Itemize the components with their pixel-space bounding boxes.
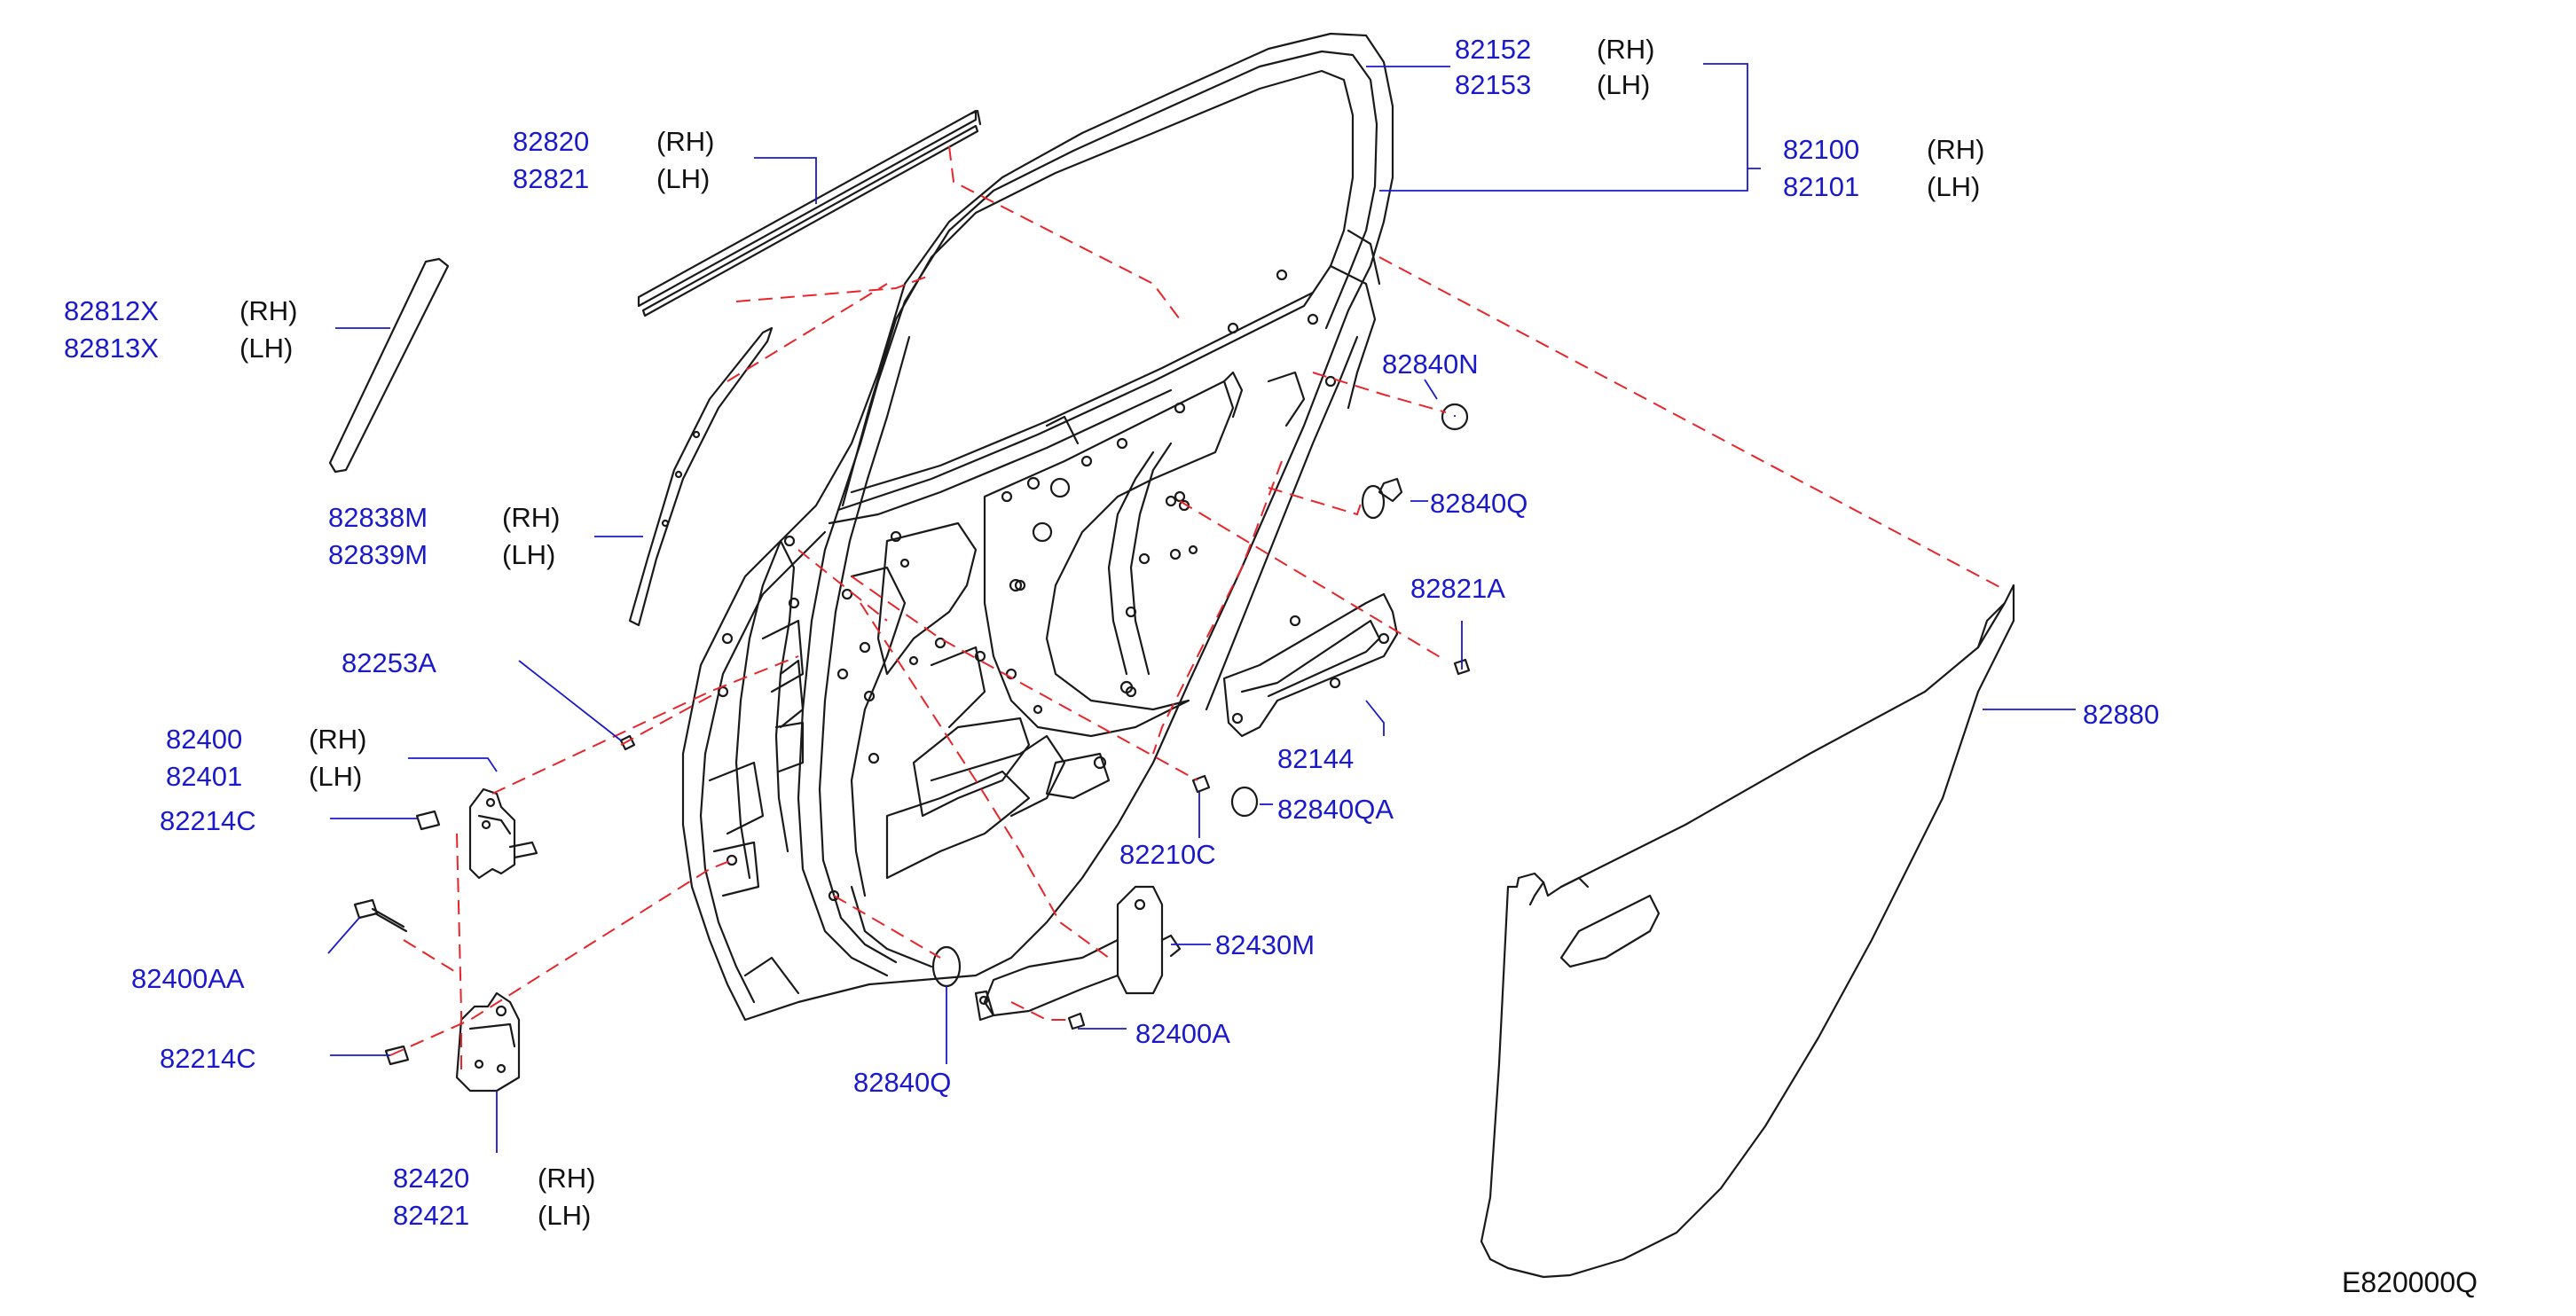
label-82880: 82880	[2083, 699, 2160, 730]
side-82812X: (RH)	[240, 295, 298, 326]
side-82420: (RH)	[538, 1163, 596, 1194]
door-inner-panel	[681, 32, 1394, 1022]
alignment-dashed-lines	[389, 145, 2006, 1073]
label-82430M: 82430M	[1215, 929, 1315, 960]
label-82214C-bottom: 82214C	[160, 1043, 256, 1074]
side-82820: (RH)	[656, 126, 715, 157]
door-trim-board	[1480, 584, 2015, 1279]
belt-moulding-strip	[637, 109, 982, 317]
side-82421: (LH)	[538, 1200, 592, 1231]
label-82152: 82152	[1455, 34, 1532, 65]
label-82214C-top: 82214C	[160, 805, 256, 836]
side-82401: (LH)	[309, 761, 363, 792]
label-82821: 82821	[513, 163, 590, 194]
label-82400AA: 82400AA	[131, 963, 245, 994]
label-82144: 82144	[1277, 743, 1355, 774]
side-82152: (RH)	[1597, 34, 1655, 65]
label-82153: 82153	[1455, 69, 1532, 100]
side-82400: (RH)	[309, 724, 367, 755]
diagram-code: E820000Q	[2342, 1266, 2478, 1298]
label-82838M: 82838M	[328, 502, 428, 533]
label-82253A: 82253A	[342, 647, 436, 678]
side-82838M: (RH)	[502, 502, 561, 533]
label-82821A: 82821A	[1410, 573, 1505, 604]
upper-hinge	[468, 787, 538, 880]
side-82101: (LH)	[1927, 171, 1981, 202]
label-82820: 82820	[513, 126, 590, 157]
side-82813X: (LH)	[240, 333, 294, 364]
door-check-link	[974, 885, 1182, 1022]
side-82153: (LH)	[1597, 69, 1651, 100]
label-82840Q-bottom: 82840Q	[853, 1067, 952, 1098]
side-82821: (LH)	[656, 163, 711, 194]
side-82839M: (LH)	[502, 539, 556, 570]
label-82421: 82421	[393, 1200, 470, 1231]
label-82840N: 82840N	[1382, 349, 1479, 380]
label-82400: 82400	[166, 724, 243, 755]
label-82839M: 82839M	[328, 539, 428, 570]
leader-lines	[327, 63, 2076, 1153]
label-82420: 82420	[393, 1163, 470, 1194]
label-82840Q-top: 82840Q	[1430, 488, 1528, 519]
label-82813X: 82813X	[64, 333, 159, 364]
label-82101: 82101	[1783, 171, 1860, 202]
triangle-garnish	[328, 257, 450, 474]
label-82400A: 82400A	[1135, 1018, 1230, 1049]
label-82812X: 82812X	[64, 295, 159, 326]
side-82100: (RH)	[1927, 134, 1985, 165]
panel-bolt-holes	[717, 269, 1337, 902]
lower-hinge	[455, 991, 521, 1093]
sash-trim	[628, 326, 774, 627]
label-82100: 82100	[1783, 134, 1860, 165]
label-82401: 82401	[166, 761, 243, 792]
label-82840QA: 82840QA	[1277, 794, 1394, 825]
door-bracket	[1222, 592, 1399, 738]
label-82210C: 82210C	[1119, 839, 1216, 870]
